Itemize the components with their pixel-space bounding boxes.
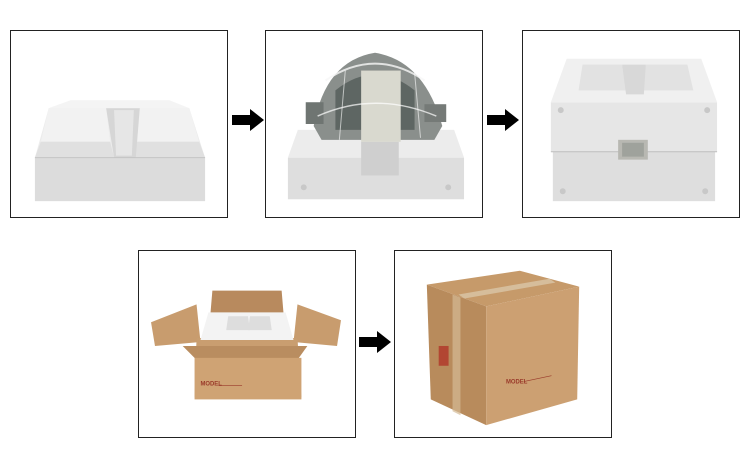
foam-base-image <box>11 31 227 217</box>
step-2-machine-in-foam-panel <box>265 30 483 218</box>
machine-in-foam-image <box>266 31 482 217</box>
foam-box-closed-image <box>523 31 739 217</box>
arrow-right-icon <box>359 331 391 353</box>
arrow-right-icon <box>232 109 264 131</box>
sealed-carton-model-label: MODEL <box>506 380 528 386</box>
step-4-open-carton-panel: MODEL <box>138 250 356 438</box>
step-5-sealed-carton-panel: MODEL <box>394 250 612 438</box>
open-carton-image: MODEL <box>139 251 355 437</box>
step-1-foam-base-panel <box>10 30 228 218</box>
open-carton-model-label: MODEL <box>201 382 223 388</box>
sealed-carton-image: MODEL <box>395 251 611 437</box>
arrow-right-icon <box>487 109 519 131</box>
step-3-foam-box-closed-panel <box>522 30 740 218</box>
